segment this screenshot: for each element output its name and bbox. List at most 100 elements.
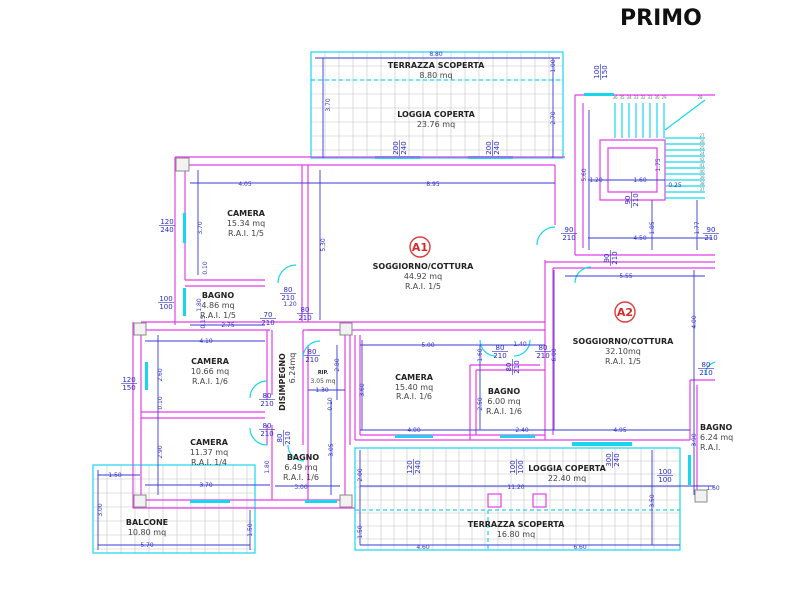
svg-text:R.A.I.: R.A.I. bbox=[700, 443, 721, 452]
svg-text:BALCONE: BALCONE bbox=[126, 518, 168, 527]
dimension-label: 0.10 bbox=[157, 396, 164, 410]
room-camera-15-34: CAMERA 15.34 mq R.A.I. 1/5 bbox=[227, 209, 266, 238]
opening-width: 120 bbox=[160, 218, 173, 226]
unit-tag-a1: A1 bbox=[412, 241, 428, 254]
dimension-label: 5.60 bbox=[581, 168, 588, 182]
dimension-label: 1.77 bbox=[694, 221, 701, 235]
opening-height: 240 bbox=[493, 141, 501, 154]
opening-width: 100 bbox=[658, 468, 671, 476]
dimension-label: 1.60 bbox=[706, 485, 720, 492]
unit-a2: A2 SOGGIORNO/COTTURA 32.10mq R.A.I. 1/5 bbox=[573, 301, 674, 366]
dimension-label: 1.30 bbox=[315, 387, 329, 394]
room-labels: TERRAZZA SCOPERTA 8.80 mq LOGGIA COPERTA… bbox=[126, 61, 733, 539]
svg-text:LOGGIA COPERTA: LOGGIA COPERTA bbox=[397, 110, 475, 119]
stair-step-number: 42 bbox=[699, 157, 705, 162]
dimension-label: 3.00 bbox=[97, 503, 104, 517]
svg-text:CAMERA: CAMERA bbox=[395, 373, 434, 382]
walls bbox=[132, 94, 715, 509]
svg-text:R.A.I. 1/4: R.A.I. 1/4 bbox=[191, 458, 227, 467]
opening-height: 240 bbox=[160, 226, 173, 234]
dimension-label: 2.90 bbox=[157, 445, 164, 459]
room-camera-15-40: CAMERA 15.40 mq R.A.I. 1/6 bbox=[395, 373, 434, 401]
opening-width: 200 bbox=[485, 141, 493, 154]
opening-width: 90 bbox=[624, 196, 632, 205]
svg-text:R.A.I. 1/5: R.A.I. 1/5 bbox=[228, 229, 264, 238]
dimension-label: 5.70 bbox=[140, 542, 154, 549]
room-balcone: BALCONE 10.80 mq bbox=[126, 518, 168, 537]
dimension-label: 1.80 bbox=[264, 460, 271, 474]
dimension-label: 4.50 bbox=[633, 235, 647, 242]
dimension-label: 3.90 bbox=[691, 433, 698, 447]
room-terrazza-scoperta-bottom: TERRAZZA SCOPERTA 16.80 mq bbox=[468, 520, 565, 539]
dimension-label: 3.70 bbox=[325, 98, 332, 112]
stair-step-number: 32 bbox=[640, 95, 646, 100]
opening-width: 80 bbox=[263, 392, 272, 400]
dimension-label: 4.60 bbox=[416, 544, 430, 551]
svg-text:4.86 mq: 4.86 mq bbox=[201, 301, 234, 310]
svg-text:23.76 mq: 23.76 mq bbox=[417, 120, 455, 129]
stair-step-number: 28 bbox=[697, 95, 703, 100]
svg-text:R.A.I. 1/6: R.A.I. 1/6 bbox=[192, 377, 228, 386]
dimension-label: 5.55 bbox=[619, 273, 633, 280]
svg-text:DISIMPEGNO: DISIMPEGNO bbox=[278, 353, 287, 411]
dimension-label: 0.15 bbox=[200, 315, 207, 329]
svg-text:6.49 mq: 6.49 mq bbox=[284, 463, 317, 472]
svg-text:LOGGIA COPERTA: LOGGIA COPERTA bbox=[528, 464, 606, 473]
opening-height: 210 bbox=[284, 431, 292, 444]
svg-text:SOGGIORNO/COTTURA: SOGGIORNO/COTTURA bbox=[373, 262, 474, 271]
stair-step-number: 34 bbox=[626, 95, 632, 100]
dimension-label: 6.00 bbox=[551, 348, 558, 362]
svg-text:TERRAZZA SCOPERTA: TERRAZZA SCOPERTA bbox=[468, 520, 565, 529]
svg-text:6.00 mq: 6.00 mq bbox=[487, 397, 520, 406]
dimension-label: 1.85 bbox=[649, 221, 656, 235]
dimension-label: 1.75 bbox=[655, 158, 662, 172]
opening-height: 240 bbox=[613, 453, 621, 466]
opening-width: 80 bbox=[276, 434, 284, 443]
opening-height: 210 bbox=[699, 369, 712, 377]
stair-step-number: 33 bbox=[633, 95, 639, 100]
dimension-label: 3.50 bbox=[649, 494, 656, 508]
svg-text:16.80 mq: 16.80 mq bbox=[497, 530, 535, 539]
opening-height: 100 bbox=[159, 303, 172, 311]
stair-step-number: 25 bbox=[699, 145, 705, 150]
stair-step-number: 36 bbox=[612, 95, 618, 100]
dimension-label: 4.05 bbox=[238, 181, 252, 188]
dimension-label: 1.50 bbox=[108, 472, 122, 479]
dimension-label: 3.60 bbox=[359, 383, 366, 397]
room-bagno-6-49: BAGNO 6.49 mq R.A.I. 1/6 bbox=[283, 453, 319, 482]
opening-height: 210 bbox=[260, 430, 273, 438]
opening-width: 80 bbox=[284, 286, 293, 294]
opening-height: 210 bbox=[298, 314, 311, 322]
opening-width: 120 bbox=[406, 460, 414, 473]
room-camera-10-66: CAMERA 10.66 mq R.A.I. 1/6 bbox=[191, 357, 230, 386]
opening-width: 120 bbox=[122, 376, 135, 384]
svg-text:R.A.I. 1/6: R.A.I. 1/6 bbox=[283, 473, 319, 482]
dimension-label: 8.95 bbox=[426, 181, 440, 188]
dimension-label: 5.00 bbox=[421, 342, 435, 349]
dimension-label: 4.00 bbox=[691, 315, 698, 329]
dimension-label: 2.70 bbox=[550, 111, 557, 125]
svg-text:BAGNO: BAGNO bbox=[700, 423, 733, 432]
dimension-label: 11.20 bbox=[507, 484, 524, 491]
dimension-label: 1.50 bbox=[247, 523, 254, 537]
unit-a1: A1 SOGGIORNO/COTTURA 44.92 mq R.A.I. 1/5 bbox=[373, 236, 474, 291]
opening-height: 100 bbox=[658, 476, 671, 484]
dimension-label: 0.10 bbox=[327, 397, 334, 411]
svg-text:10.66 mq: 10.66 mq bbox=[191, 367, 229, 376]
svg-text:22.40 mq: 22.40 mq bbox=[548, 474, 586, 483]
opening-width: 80 bbox=[702, 361, 711, 369]
svg-text:15.40 mq: 15.40 mq bbox=[395, 383, 433, 392]
svg-text:R.A.I. 1/6: R.A.I. 1/6 bbox=[396, 392, 432, 401]
bottom-terrace-outline bbox=[354, 442, 681, 551]
room-bagno-6-00: BAGNO 6.00 mq R.A.I. 1/6 bbox=[486, 387, 522, 416]
opening-width: 90 bbox=[603, 254, 611, 263]
